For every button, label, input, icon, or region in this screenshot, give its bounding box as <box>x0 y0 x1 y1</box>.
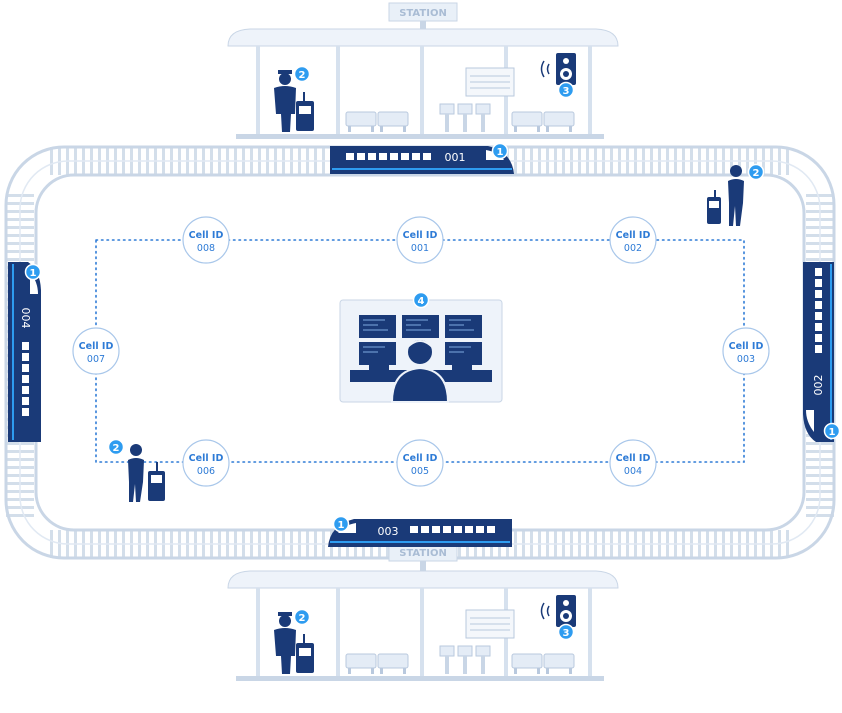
station-sign-text: STATION <box>399 548 447 559</box>
badge-train-001: 1 <box>491 142 509 160</box>
cell-id: 003 <box>737 354 755 365</box>
badge-handheld-left: 2 <box>107 438 125 456</box>
svg-text:4: 4 <box>418 296 425 307</box>
cell-004: Cell ID 004 <box>609 439 657 487</box>
svg-text:2: 2 <box>299 70 306 81</box>
svg-text:1: 1 <box>30 268 37 279</box>
svg-text:1: 1 <box>829 427 836 438</box>
cell-label: Cell ID <box>403 453 438 464</box>
station-platform <box>236 676 604 681</box>
badge-speaker-bottom: 3 <box>557 623 575 641</box>
dispatcher-person <box>390 338 450 403</box>
svg-text:1: 1 <box>497 147 504 158</box>
cell-id: 004 <box>624 466 642 477</box>
officer-person-icon <box>274 612 296 674</box>
train-number: 002 <box>812 375 825 396</box>
cell-label: Cell ID <box>189 453 224 464</box>
svg-text:2: 2 <box>753 168 760 179</box>
cell-label: Cell ID <box>616 453 651 464</box>
cell-008: Cell ID 008 <box>182 216 230 264</box>
station-bottom: STATION <box>227 542 619 681</box>
svg-text:2: 2 <box>299 613 306 624</box>
station-roof <box>227 570 619 589</box>
badge-train-004: 1 <box>24 263 42 281</box>
svg-text:3: 3 <box>563 86 570 97</box>
cell-001: Cell ID 001 <box>396 216 444 264</box>
train-003: 003 <box>328 519 512 547</box>
badge-handheld-right: 2 <box>747 163 765 181</box>
speaker-icon <box>540 595 576 627</box>
cell-id: 005 <box>411 466 429 477</box>
cell-id: 008 <box>197 243 215 254</box>
keyboard <box>369 363 389 371</box>
officer-person-icon <box>274 70 296 132</box>
cell-005: Cell ID 005 <box>396 439 444 487</box>
monitor-wall <box>359 315 482 365</box>
station-sign-text: STATION <box>399 8 447 19</box>
cell-id: 007 <box>87 354 105 365</box>
speaker-icon <box>540 53 576 85</box>
departure-board <box>465 609 515 639</box>
badge-speaker-top: 3 <box>557 81 575 99</box>
train-number: 003 <box>378 525 399 538</box>
keyboard <box>452 363 472 371</box>
handheld-radio-icon <box>296 92 314 131</box>
cell-label: Cell ID <box>729 341 764 352</box>
train-number: 001 <box>445 151 466 164</box>
badge-dispatch: 4 <box>412 291 430 309</box>
train-001: 001 <box>330 146 514 174</box>
cell-label: Cell ID <box>79 341 114 352</box>
worker-person-icon <box>728 165 744 226</box>
cell-label: Cell ID <box>616 230 651 241</box>
worker-person-icon <box>128 444 144 502</box>
station-top: STATION <box>227 2 619 139</box>
cell-id: 001 <box>411 243 429 254</box>
cell-id: 006 <box>197 466 215 477</box>
badge-handheld-top: 2 <box>293 65 311 83</box>
dispatch-center <box>339 299 503 403</box>
station-platform <box>236 134 604 139</box>
cell-id: 002 <box>624 243 642 254</box>
badge-train-003: 1 <box>332 515 350 533</box>
train-number: 004 <box>19 308 32 329</box>
badge-train-002: 1 <box>823 422 841 440</box>
train-004: 004 <box>8 262 41 442</box>
handheld-radio-icon <box>296 634 314 673</box>
cell-label: Cell ID <box>403 230 438 241</box>
svg-text:2: 2 <box>113 443 120 454</box>
svg-text:1: 1 <box>338 520 345 531</box>
cell-006: Cell ID 006 <box>182 439 230 487</box>
handheld-radio-icon <box>707 190 721 224</box>
cell-label: Cell ID <box>189 230 224 241</box>
cell-003: Cell ID 003 <box>722 327 770 375</box>
train-002: 002 <box>803 262 834 442</box>
svg-text:3: 3 <box>563 628 570 639</box>
cell-007: Cell ID 007 <box>72 327 120 375</box>
cell-002: Cell ID 002 <box>609 216 657 264</box>
badge-handheld-bottom: 2 <box>293 608 311 626</box>
handheld-radio-icon <box>148 462 165 501</box>
station-roof <box>227 28 619 47</box>
departure-board <box>465 67 515 97</box>
